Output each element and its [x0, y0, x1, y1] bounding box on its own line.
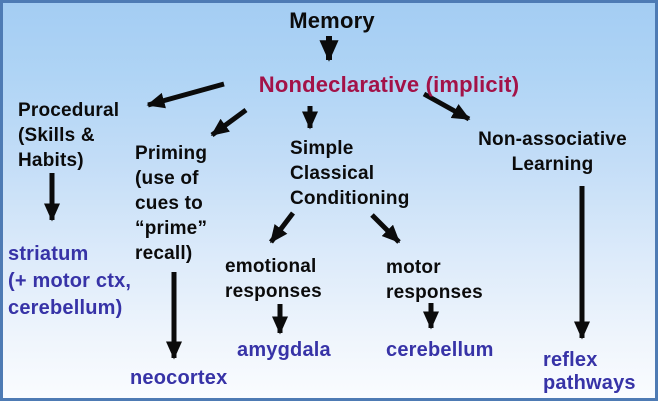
node-simple-classical: Simple Classical Conditioning: [290, 138, 410, 209]
arrow-simple-classical-to-emotional: [269, 211, 295, 244]
node-motor-responses: motor responses: [386, 257, 483, 303]
node-nondeclarative: Nondeclarative (implicit): [258, 72, 520, 97]
arrow-nondeclarative-to-procedural: [146, 81, 225, 109]
node-procedural: Procedural (Skills & Habits): [18, 100, 120, 171]
arrow-simple-classical-to-motor: [370, 213, 401, 244]
diagram-arrows: [44, 36, 591, 360]
node-cerebellum: cerebellum: [386, 339, 494, 361]
node-memory: Memory: [289, 8, 375, 33]
node-striatum: striatum (+ motor ctx, cerebellum): [8, 243, 132, 319]
node-amygdala: amygdala: [237, 339, 331, 361]
node-emotional-responses: emotional responses: [225, 256, 322, 302]
node-neocortex: neocortex: [130, 367, 228, 389]
node-reflex-pathways: reflex pathways: [543, 349, 636, 394]
node-non-associative: Non-associative Learning: [478, 129, 627, 175]
arrow-nondeclarative-to-priming: [210, 107, 248, 138]
arrow-nondeclarative-to-non-associative: [422, 91, 471, 122]
node-priming: Priming (use of cues to “prime” recall): [135, 143, 208, 264]
